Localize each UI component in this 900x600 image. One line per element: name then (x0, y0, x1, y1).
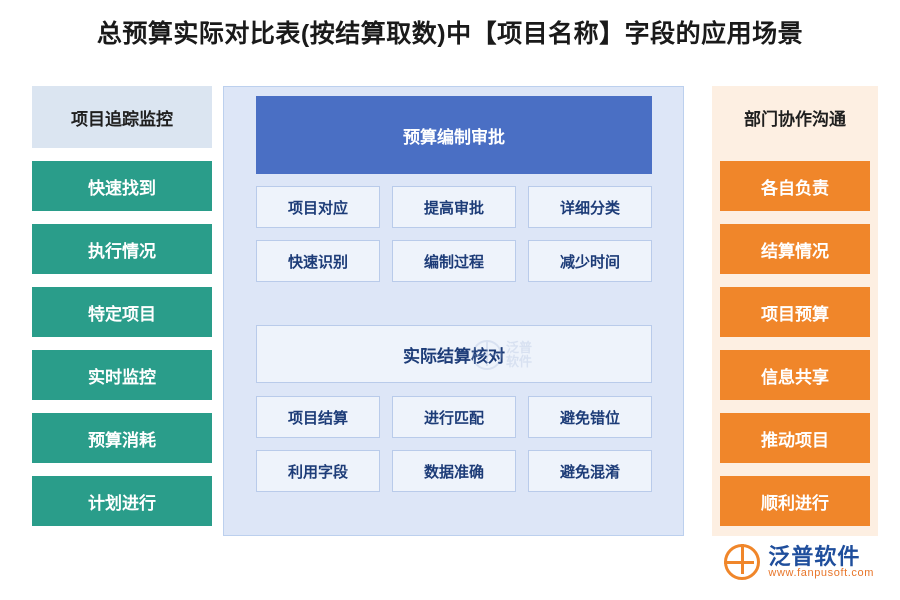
center-top-banner: 预算编制审批 (256, 96, 652, 174)
logo-name: 泛普软件 (768, 543, 861, 569)
right-item-6[interactable]: 顺利进行 (720, 476, 870, 526)
center-top-cell-6[interactable]: 减少时间 (528, 240, 652, 282)
right-column-heading: 部门协作沟通 (744, 109, 846, 129)
center-column: 预算编制审批 项目对应 提高审批 详细分类 快速识别 编制过程 减少时间 实际结… (223, 86, 684, 536)
left-column-heading: 项目追踪监控 (32, 86, 212, 148)
right-column: 部门协作沟通 各自负责 结算情况 项目预算 信息共享 推动项目 顺利进行 (712, 86, 878, 536)
left-item-1[interactable]: 快速找到 (32, 161, 212, 211)
center-top-grid: 项目对应 提高审批 详细分类 快速识别 编制过程 减少时间 (256, 186, 652, 282)
right-item-1[interactable]: 各自负责 (720, 161, 870, 211)
right-item-5[interactable]: 推动项目 (720, 413, 870, 463)
right-item-4[interactable]: 信息共享 (720, 350, 870, 400)
center-top-cell-1[interactable]: 项目对应 (256, 186, 380, 228)
left-column: 项目追踪监控 快速找到 执行情况 特定项目 实时监控 预算消耗 计划进行 (32, 86, 212, 536)
center-top-cell-4[interactable]: 快速识别 (256, 240, 380, 282)
center-bottom-cell-6[interactable]: 避免混淆 (528, 450, 652, 492)
center-bottom-cell-2[interactable]: 进行匹配 (392, 396, 516, 438)
center-top-cell-5[interactable]: 编制过程 (392, 240, 516, 282)
logo-globe-icon (724, 544, 761, 580)
left-item-6[interactable]: 计划进行 (32, 476, 212, 526)
center-bottom-cell-5[interactable]: 数据准确 (392, 450, 516, 492)
left-item-5[interactable]: 预算消耗 (32, 413, 212, 463)
center-top-cell-3[interactable]: 详细分类 (528, 186, 652, 228)
right-item-3[interactable]: 项目预算 (720, 287, 870, 337)
left-item-2[interactable]: 执行情况 (32, 224, 212, 274)
left-item-3[interactable]: 特定项目 (32, 287, 212, 337)
page-title: 总预算实际对比表(按结算取数)中【项目名称】字段的应用场景 (96, 20, 804, 48)
center-top-cell-2[interactable]: 提高审批 (392, 186, 516, 228)
logo-text: 泛普软件 www.fanpusoft.com (768, 545, 874, 580)
center-bottom-grid: 项目结算 进行匹配 避免错位 利用字段 数据准确 避免混淆 (256, 396, 652, 492)
center-bottom-cell-4[interactable]: 利用字段 (256, 450, 380, 492)
center-mid-banner: 实际结算核对 (256, 325, 652, 383)
right-item-2[interactable]: 结算情况 (720, 224, 870, 274)
logo-url: www.fanpusoft.com (768, 566, 874, 579)
brand-logo: 泛普软件 www.fanpusoft.com (724, 544, 874, 580)
center-bottom-cell-3[interactable]: 避免错位 (528, 396, 652, 438)
center-bottom-cell-1[interactable]: 项目结算 (256, 396, 380, 438)
left-item-4[interactable]: 实时监控 (32, 350, 212, 400)
